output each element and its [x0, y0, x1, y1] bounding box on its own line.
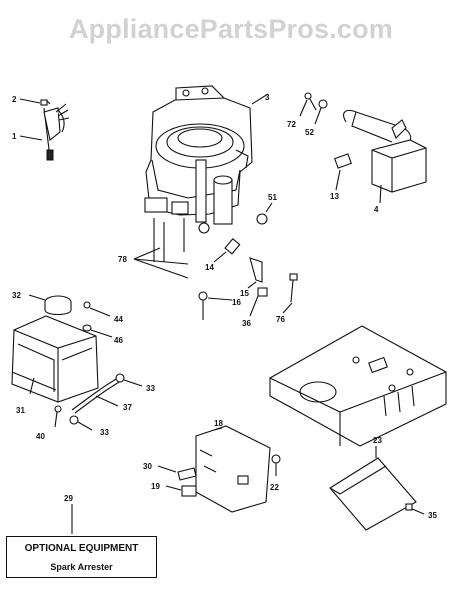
callout-32: 32	[12, 291, 21, 300]
callout-14: 14	[205, 263, 214, 272]
callout-31: 31	[16, 406, 25, 415]
fastener-part-22	[271, 454, 281, 476]
bolt-part-16	[198, 291, 233, 320]
clamp-part-33-upper	[115, 373, 143, 387]
callout-18: 18	[214, 419, 223, 428]
engine	[144, 85, 253, 262]
washer-part-46	[82, 324, 113, 338]
callout-44: 44	[114, 315, 123, 324]
bracket-part-15	[247, 257, 263, 289]
callout-52: 52	[305, 128, 314, 137]
callout-16: 16	[232, 298, 241, 307]
callout-29: 29	[64, 494, 73, 503]
optional-equipment-box: OPTIONAL EQUIPMENT Spark Arrester	[6, 536, 157, 578]
nut-part-36	[249, 287, 268, 317]
callout-33-upper: 33	[146, 384, 155, 393]
callout-15: 15	[240, 289, 249, 298]
screw-part-35	[405, 503, 425, 515]
watermark: AppliancePartsPros.com	[68, 14, 393, 44]
spark-arrester-label: Spark Arrester	[50, 562, 113, 572]
clip-part-30	[157, 465, 197, 481]
bolt-part-76	[282, 273, 298, 314]
callout-72: 72	[287, 120, 296, 129]
callout-37: 37	[123, 403, 132, 412]
callout-35: 35	[428, 511, 437, 520]
throttle-control	[43, 99, 70, 161]
callout-46: 46	[114, 336, 123, 345]
callout-33-lower: 33	[100, 428, 109, 437]
clip-part-19	[165, 485, 197, 497]
frame-plate	[269, 325, 447, 447]
callout-4: 4	[374, 205, 379, 214]
muffler	[334, 109, 427, 193]
fitting-part-40	[54, 405, 62, 428]
callout-76: 76	[276, 315, 285, 324]
callout-78: 78	[118, 255, 127, 264]
callout-19: 19	[151, 482, 160, 491]
callout-40: 40	[36, 432, 45, 441]
optional-equipment-title: OPTIONAL EQUIPMENT	[24, 543, 139, 554]
callout-22: 22	[270, 483, 279, 492]
callout-36: 36	[242, 319, 251, 328]
panel-part-18	[195, 425, 271, 513]
fuel-cap-part-32	[28, 294, 72, 316]
bolt-part-72	[299, 92, 317, 117]
callout-2: 2	[12, 95, 17, 104]
callout-30: 30	[143, 462, 152, 471]
clamp-part-33-lower	[69, 415, 93, 431]
screw-part-44	[83, 301, 111, 317]
callout-3: 3	[265, 93, 270, 102]
washer-part-52	[314, 99, 328, 125]
callout-23: 23	[373, 436, 382, 445]
callout-13: 13	[330, 192, 339, 201]
nut-part-51	[256, 202, 273, 225]
callout-1: 1	[12, 132, 17, 141]
callout-51: 51	[268, 193, 277, 202]
fuel-line-part-37	[71, 377, 122, 414]
screw-part-2	[19, 98, 48, 106]
spacer-part-14	[213, 238, 241, 263]
bracket-part-23	[329, 446, 417, 531]
